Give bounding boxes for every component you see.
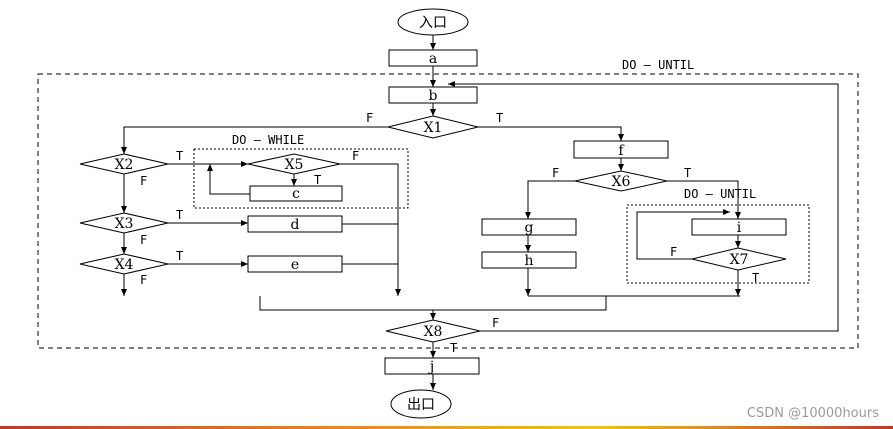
exit-label: 出口 — [407, 397, 435, 413]
x4-false-label: F — [140, 273, 147, 287]
node-i-label: i — [737, 220, 742, 236]
node-h-label: h — [524, 253, 533, 269]
decision-x4-label: X4 — [115, 257, 134, 273]
node-g — [481, 218, 577, 236]
node-b-label: b — [429, 88, 438, 104]
exit-terminal — [390, 389, 452, 419]
decision-x2-label: X2 — [115, 157, 134, 173]
do-until-frame — [626, 204, 810, 284]
x2-true-label: T — [176, 149, 183, 163]
bottom-accent-strip — [0, 426, 893, 429]
node-e-label: e — [291, 257, 299, 273]
x1-true-label: T — [496, 111, 503, 125]
x5-false-label: F — [352, 149, 359, 163]
node-h — [481, 251, 577, 269]
node-f-label: f — [618, 143, 625, 159]
x1-false-label: F — [366, 111, 373, 125]
decision-x6-label: X6 — [612, 174, 631, 190]
node-a-label: a — [429, 51, 437, 67]
outer-loop-label: DO — UNTIL — [622, 58, 694, 72]
x4-true-label: T — [176, 249, 183, 263]
node-g-label: g — [525, 220, 534, 236]
node-d-label: d — [291, 217, 300, 233]
decision-x1-label: X1 — [424, 120, 443, 136]
x5-true-label: T — [314, 173, 321, 187]
x6-false-label: F — [552, 166, 559, 180]
decision-x7-label: X7 — [730, 252, 749, 268]
decision-x7 — [691, 247, 787, 271]
x3-false-label: F — [140, 233, 147, 247]
watermark: CSDN @10000hours — [746, 406, 879, 421]
entry-label: 入口 — [419, 15, 447, 31]
node-j-label: j — [428, 359, 434, 375]
node-i — [691, 218, 787, 236]
x8-false-label: F — [492, 316, 499, 330]
decision-x8-label: X8 — [424, 324, 443, 340]
x3-true-label: T — [176, 208, 183, 222]
x2-false-label: F — [140, 174, 147, 188]
decision-x3-label: X3 — [115, 216, 134, 232]
outer-loop-frame — [37, 73, 859, 349]
x7-false-label: F — [670, 245, 677, 259]
do-until-label: DO — UNTIL — [684, 187, 756, 201]
node-c-label: c — [292, 186, 300, 202]
decision-x5-label: X5 — [285, 157, 304, 173]
do-while-label: DO — WHILE — [232, 133, 304, 147]
x6-true-label: T — [684, 166, 691, 180]
x8-true-label: T — [450, 341, 457, 355]
x7-true-label: T — [752, 271, 759, 285]
do-while-frame — [193, 148, 409, 209]
node-j — [384, 357, 480, 375]
